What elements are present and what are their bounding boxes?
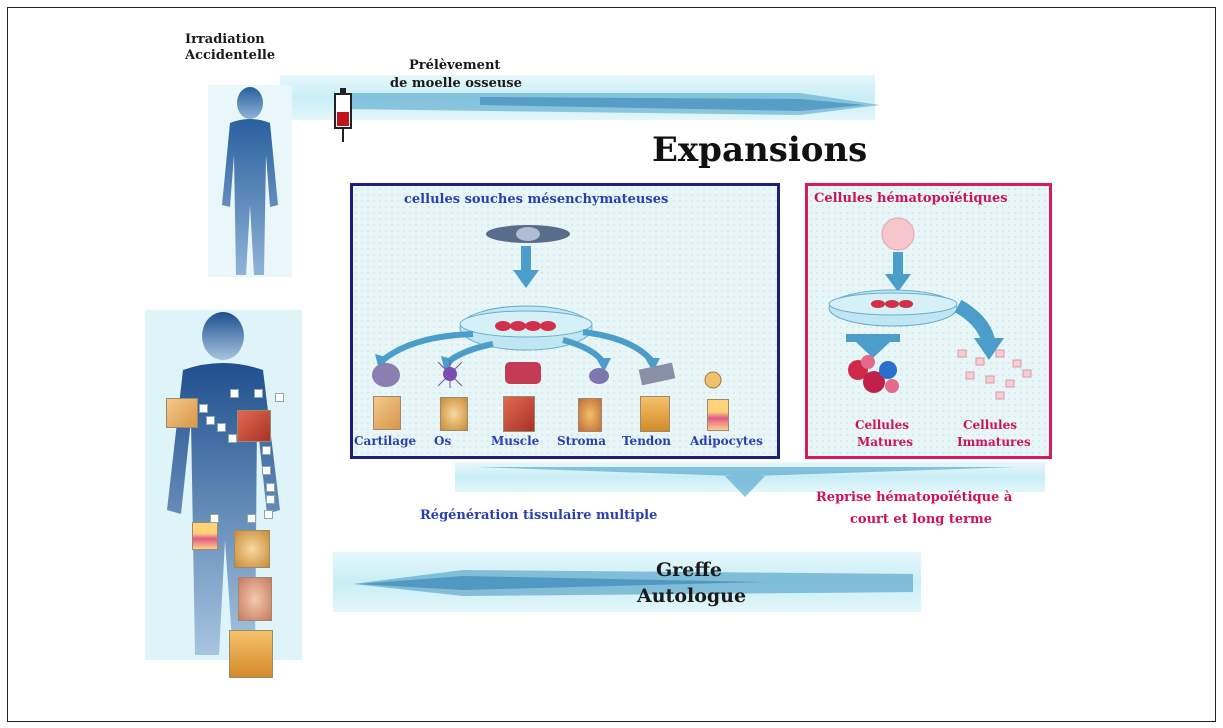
tissue-thumb-os	[234, 530, 270, 568]
adipocyte-icon	[704, 371, 722, 389]
cellules-matures-line2: Matures	[857, 435, 914, 449]
down-merge-arrow	[475, 467, 1015, 497]
tenocyte-icon	[638, 362, 676, 386]
marker-square	[247, 514, 256, 523]
chondrocyte-icon	[372, 363, 400, 387]
marker-square	[264, 510, 273, 519]
marker-square	[254, 389, 263, 398]
tissue-label-stroma: Stroma	[557, 434, 607, 448]
tissue-label-adipocytes: Adipocytes	[690, 434, 763, 448]
tendon-image	[640, 396, 670, 432]
marker-square	[210, 514, 219, 523]
msc-title: cellules souches mésenchymateuses	[404, 192, 669, 207]
hematopoietic-stem-cell-icon	[881, 217, 915, 251]
cartilage-image	[373, 396, 401, 430]
greffe-arrow	[353, 570, 913, 596]
cellules-immatures-line1: Cellules	[963, 418, 1017, 432]
human-silhouette-top-icon	[222, 87, 278, 275]
irradiation-label-line2: Accidentelle	[185, 48, 276, 63]
cellules-matures-line1: Cellules	[855, 418, 909, 432]
marker-square	[262, 446, 271, 455]
marker-square	[266, 483, 275, 492]
hema-title: Cellules hématopoïétiques	[814, 191, 1008, 206]
tissue-thumb-tendon	[229, 630, 273, 678]
human-silhouette-bottom-icon	[167, 312, 280, 655]
myocyte-icon	[505, 362, 541, 384]
prelevement-label-line1: Prélèvement	[409, 58, 501, 73]
marker-square	[206, 416, 215, 425]
syringe-icon	[334, 88, 352, 142]
hema-flow-diagram	[828, 217, 1032, 400]
tissue-thumb-stroma	[238, 577, 272, 621]
mature-cells-icon	[848, 355, 899, 393]
tissue-thumb-adipocytes	[192, 522, 218, 550]
tissue-label-os: Os	[434, 434, 452, 448]
tissue-thumb-cartilage	[166, 398, 198, 428]
tissue-label-tendon: Tendon	[622, 434, 672, 448]
prelevement-arrow	[340, 93, 880, 115]
prelevement-label-line2: de moelle osseuse	[390, 76, 522, 91]
greffe-label-line2: Autologue	[637, 585, 747, 607]
marker-square	[275, 393, 284, 402]
marker-square	[228, 434, 237, 443]
stromal-cell-icon	[589, 368, 609, 384]
marker-square	[230, 389, 239, 398]
osteocyte-icon	[437, 360, 463, 388]
reprise-label-line2: court et long terme	[850, 512, 993, 527]
expansions-title: Expansions	[652, 130, 868, 170]
marker-square	[262, 466, 271, 475]
tissue-thumb-muscle	[237, 410, 271, 442]
muscle-image	[503, 396, 535, 432]
marker-square	[199, 404, 208, 413]
os-image	[440, 397, 468, 431]
tissue-label-muscle: Muscle	[491, 434, 540, 448]
adipocytes-image	[707, 399, 729, 431]
marker-square	[217, 423, 226, 432]
greffe-label-line1: Greffe	[656, 559, 723, 581]
irradiation-label-line1: Irradiation	[185, 32, 265, 47]
cellules-immatures-line2: Immatures	[957, 435, 1031, 449]
marker-square	[266, 495, 275, 504]
stroma-image	[578, 398, 602, 432]
tissue-label-cartilage: Cartilage	[354, 434, 417, 448]
regeneration-label: Régénération tissulaire multiple	[420, 508, 658, 523]
reprise-label-line1: Reprise hématopoïétique à	[816, 490, 1013, 505]
immature-cells-icon	[957, 349, 1032, 400]
msc-flow-diagram	[372, 225, 722, 389]
